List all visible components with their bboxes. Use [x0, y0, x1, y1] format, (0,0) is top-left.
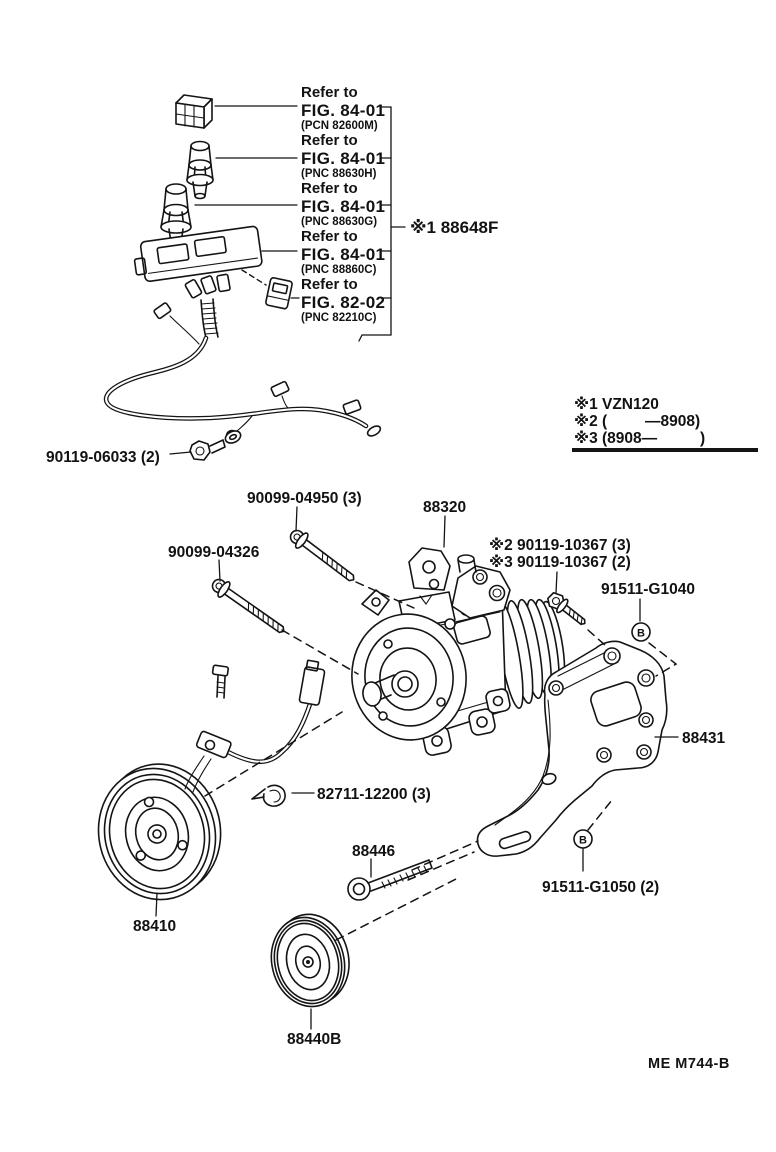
bolt-10367-drawing	[547, 591, 586, 626]
label-group-bracket	[358, 106, 406, 342]
label-bolt-88446: 88446	[352, 843, 395, 860]
legend-row2-close: —8908)	[645, 413, 700, 430]
refer-label-2: Refer to FIG. 84-01 (PNC 88630H)	[301, 132, 385, 180]
refer-2-code: (PNC 88630H)	[301, 168, 377, 180]
legend-row1: ※1 VZN120	[574, 395, 659, 413]
refer-5-code: (PNC 82210C)	[301, 312, 377, 324]
harness-assy-label: ※1 88648F	[410, 218, 498, 237]
pressure-switch-drawing	[186, 140, 214, 200]
bolt-04326-drawing	[211, 578, 285, 634]
legend-row3-close: )	[700, 430, 705, 447]
harness-connector-bundle	[184, 273, 231, 339]
refer-4-fig: FIG. 84-01	[301, 245, 385, 264]
refer-1-code: (PCN 82600M)	[301, 120, 378, 132]
legend-row3-open: ※3 (8908—	[574, 429, 658, 447]
refer-3-prefix: Refer to	[301, 180, 358, 197]
refer-2-fig: FIG. 84-01	[301, 149, 385, 168]
bracket-drawing	[476, 640, 668, 857]
label-bracket: 88431	[682, 730, 725, 747]
label-magnet-clutch: 88410	[133, 918, 176, 935]
label-compressor: 88320	[423, 499, 466, 516]
refer-5-fig: FIG. 82-02	[301, 293, 385, 312]
refer-5-prefix: Refer to	[301, 276, 358, 293]
label-stud-g1040: 91511-G1040	[601, 581, 695, 598]
bolt-06033-drawing	[189, 430, 242, 461]
bolt-88446-drawing	[347, 859, 433, 901]
stud-g1050-marker: B	[573, 829, 593, 872]
stud-g1050-b-letter: B	[579, 835, 587, 847]
relay-block-drawing	[133, 225, 263, 283]
refer-4-prefix: Refer to	[301, 228, 358, 245]
assembly-dash-lines	[204, 581, 678, 941]
label-idler-pulley: 88440B	[287, 1031, 341, 1048]
part-leader-lines	[155, 451, 679, 1030]
stud-g1040-b-letter: B	[637, 628, 645, 640]
label-clamp: 82711-12200 (3)	[317, 786, 431, 803]
refer-1-prefix: Refer to	[301, 84, 358, 101]
relay-drawing	[175, 94, 213, 129]
label-bolt-10367-b: ※3 90119-10367 (2)	[489, 553, 631, 571]
label-bolt-10367-a: ※2 90119-10367 (3)	[489, 536, 631, 554]
sensor-drawing	[160, 183, 192, 247]
refer-label-4: Refer to FIG. 84-01 (PNC 88860C)	[301, 228, 385, 276]
refer-label-3: Refer to FIG. 84-01 (PNC 88630G)	[301, 180, 385, 228]
refer-4-code: (PNC 88860C)	[301, 264, 377, 276]
label-bolt-04326: 90099-04326	[168, 544, 260, 561]
idler-pulley-drawing	[270, 913, 350, 1008]
label-bolt-06033: 90119-06033 (2)	[46, 449, 160, 466]
refer-1-fig: FIG. 84-01	[301, 101, 385, 120]
refer-leader-lines	[194, 105, 300, 299]
clamp-drawing	[251, 784, 286, 807]
compressor-drawing	[351, 547, 566, 756]
connector-drawing	[265, 276, 293, 310]
clutch-lead-drawing	[184, 659, 326, 793]
legend: ※1 VZN120 ※2 ( —8908) ※3 (8908— )	[572, 395, 758, 452]
refer-2-prefix: Refer to	[301, 132, 358, 149]
refer-label-1: Refer to FIG. 84-01 (PCN 82600M)	[301, 84, 385, 132]
magnet-clutch-drawing	[97, 763, 222, 901]
legend-row2-open: ※2 (	[574, 412, 608, 430]
bolt-04950-drawing	[289, 529, 355, 582]
legend-underline	[572, 448, 758, 452]
label-stud-g1050: 91511-G1050 (2)	[542, 879, 659, 896]
relay-to-connector-dash	[241, 269, 267, 286]
refer-3-code: (PNC 88630G)	[301, 216, 377, 228]
stud-g1040-marker: B	[631, 598, 651, 642]
refer-label-5: Refer to FIG. 82-02 (PNC 82210C)	[301, 276, 385, 324]
drawing-code: ME M744-B	[648, 1056, 730, 1072]
label-bolt-04950: 90099-04950 (3)	[247, 490, 362, 507]
refer-3-fig: FIG. 84-01	[301, 197, 385, 216]
